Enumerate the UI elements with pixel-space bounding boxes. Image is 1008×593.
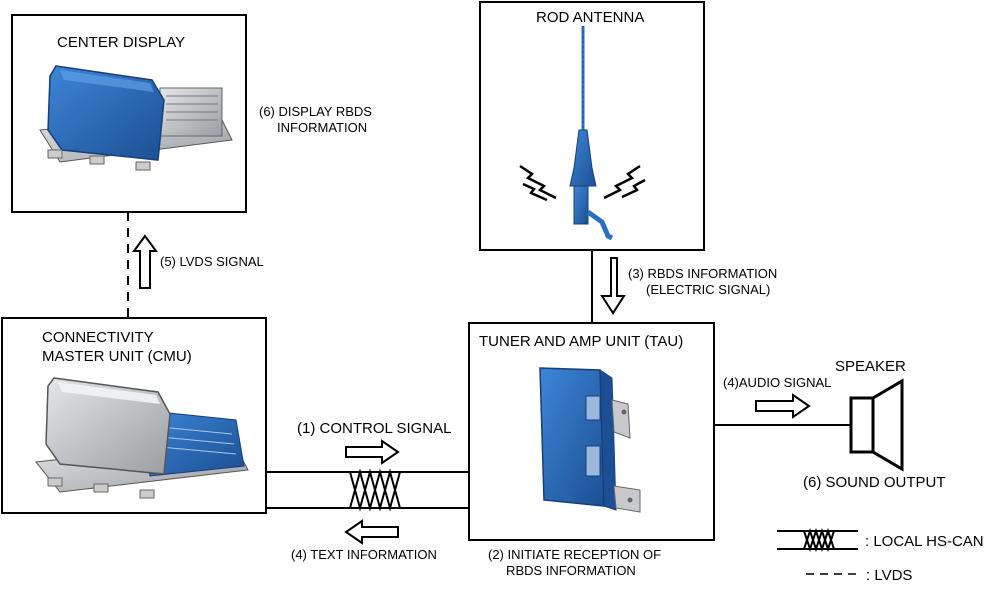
center-display-title: CENTER DISPLAY [57,34,186,51]
signal-5-lvds-label: (5) LVDS SIGNAL [160,254,264,269]
signal-3-rbds-label: (3) RBDS INFORMATION (ELECTRIC SIGNAL) [628,266,778,297]
arrow-up-icon [132,234,158,289]
tau-title: TUNER AND AMP UNIT (TAU) [479,333,684,350]
twisted-pair-icon [349,468,401,512]
speaker-icon [849,378,904,472]
legend-hs-can-symbol [777,527,858,553]
signal-4-text-label: (4) TEXT INFORMATION [291,547,437,562]
arrow-right-icon [345,439,400,465]
signal-6-display-label: (6) DISPLAY RBDS INFORMATION [259,104,372,135]
cmu-illustration [35,377,249,499]
signal-1-control-label: (1) CONTROL SIGNAL [297,420,452,437]
arrow-left-icon [344,519,399,545]
rod-antenna-box [479,1,705,251]
cmu-title: CONNECTIVITY MASTER UNIT (CMU) [42,329,192,365]
legend-hs-can-label: : LOCAL HS-CAN [865,533,984,550]
signal-4-audio-label: (4)AUDIO SIGNAL [723,375,832,390]
signal-6-sound-label: (6) SOUND OUTPUT [803,474,946,491]
arrow-down-icon [600,257,626,315]
speaker-title: SPEAKER [835,358,906,375]
tau-illustration [539,367,641,513]
arrow-right-icon [755,393,811,419]
center-display-illustration [39,65,233,171]
legend-lvds-label: : LVDS [866,567,913,584]
rod-antenna-illustration [519,26,646,241]
rod-antenna-title: ROD ANTENNA [536,9,645,26]
signal-2-initiate-label: (2) INITIATE RECEPTION OF RBDS INFORMATI… [488,547,662,578]
